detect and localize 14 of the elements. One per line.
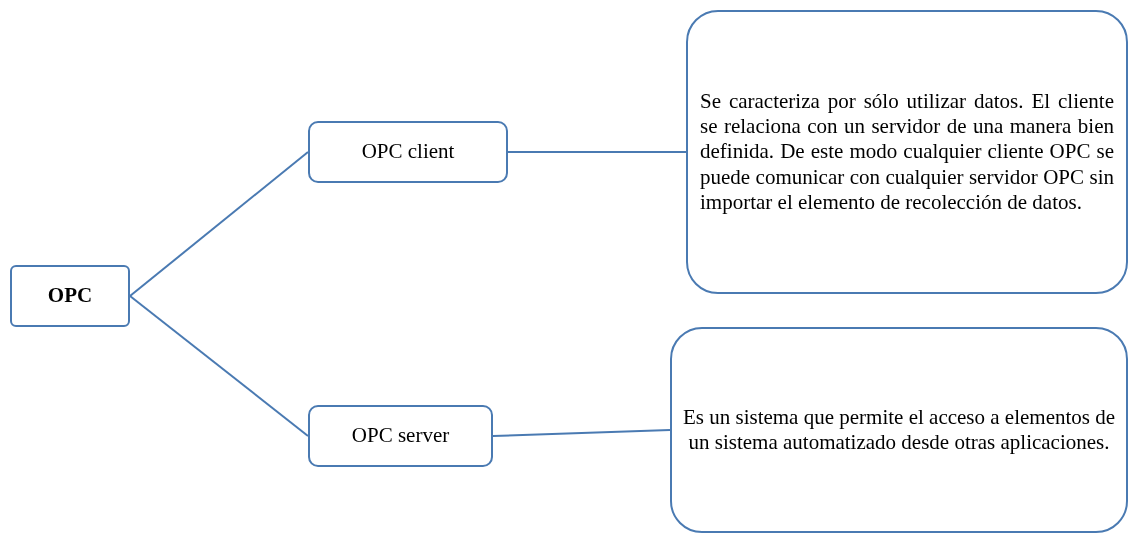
connector-line: [129, 151, 309, 297]
category-box: [308, 405, 493, 467]
description-box: [686, 10, 1128, 294]
box-text: Se caracteriza por sólo utilizar datos. El cliente se relaciona con un servidor de una manera bien definida. De este modo cualquier cliente OPC se puede comunicar con cualquier servidor OPC sin importar el elemento de recolección de datos.: [700, 89, 1114, 215]
connector-line: [492, 429, 671, 437]
box-text: OPC client: [361, 139, 455, 165]
connector-line: [129, 295, 309, 437]
box-text: OPC: [47, 283, 93, 309]
category-box: [308, 121, 508, 183]
connector-line: [507, 151, 687, 153]
description-box: [670, 327, 1128, 533]
box-text: Es un sistema que permite el acceso a elementos de un sistema automatizado desde otras aplicaciones.: [681, 404, 1117, 456]
root-box: [10, 265, 130, 327]
box-text: OPC server: [351, 423, 450, 449]
